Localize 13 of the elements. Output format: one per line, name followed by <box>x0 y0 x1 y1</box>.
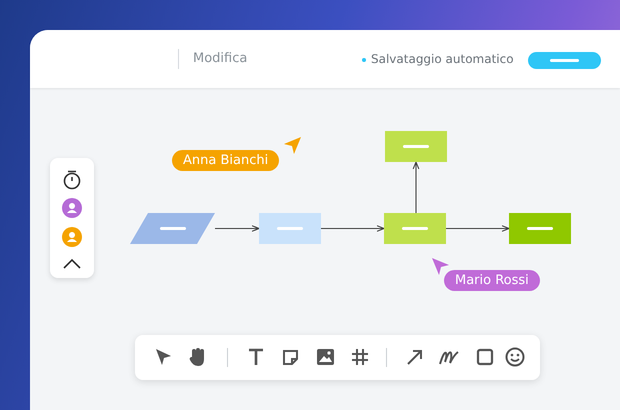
process-box <box>509 213 571 244</box>
process-box <box>384 213 446 244</box>
arrow <box>214 225 260 232</box>
process-box <box>385 131 447 162</box>
process-box <box>259 213 321 244</box>
arrow <box>320 225 385 232</box>
status-text: Salvataggio automatico <box>371 52 514 66</box>
arrow <box>412 161 420 214</box>
arrow <box>446 225 510 232</box>
user-name-tag: Anna Bianchi <box>172 150 280 171</box>
input-parallelogram <box>130 213 215 244</box>
user-name-tag: Mario Rossi <box>444 270 540 291</box>
menu-label: Modifica <box>193 51 248 66</box>
